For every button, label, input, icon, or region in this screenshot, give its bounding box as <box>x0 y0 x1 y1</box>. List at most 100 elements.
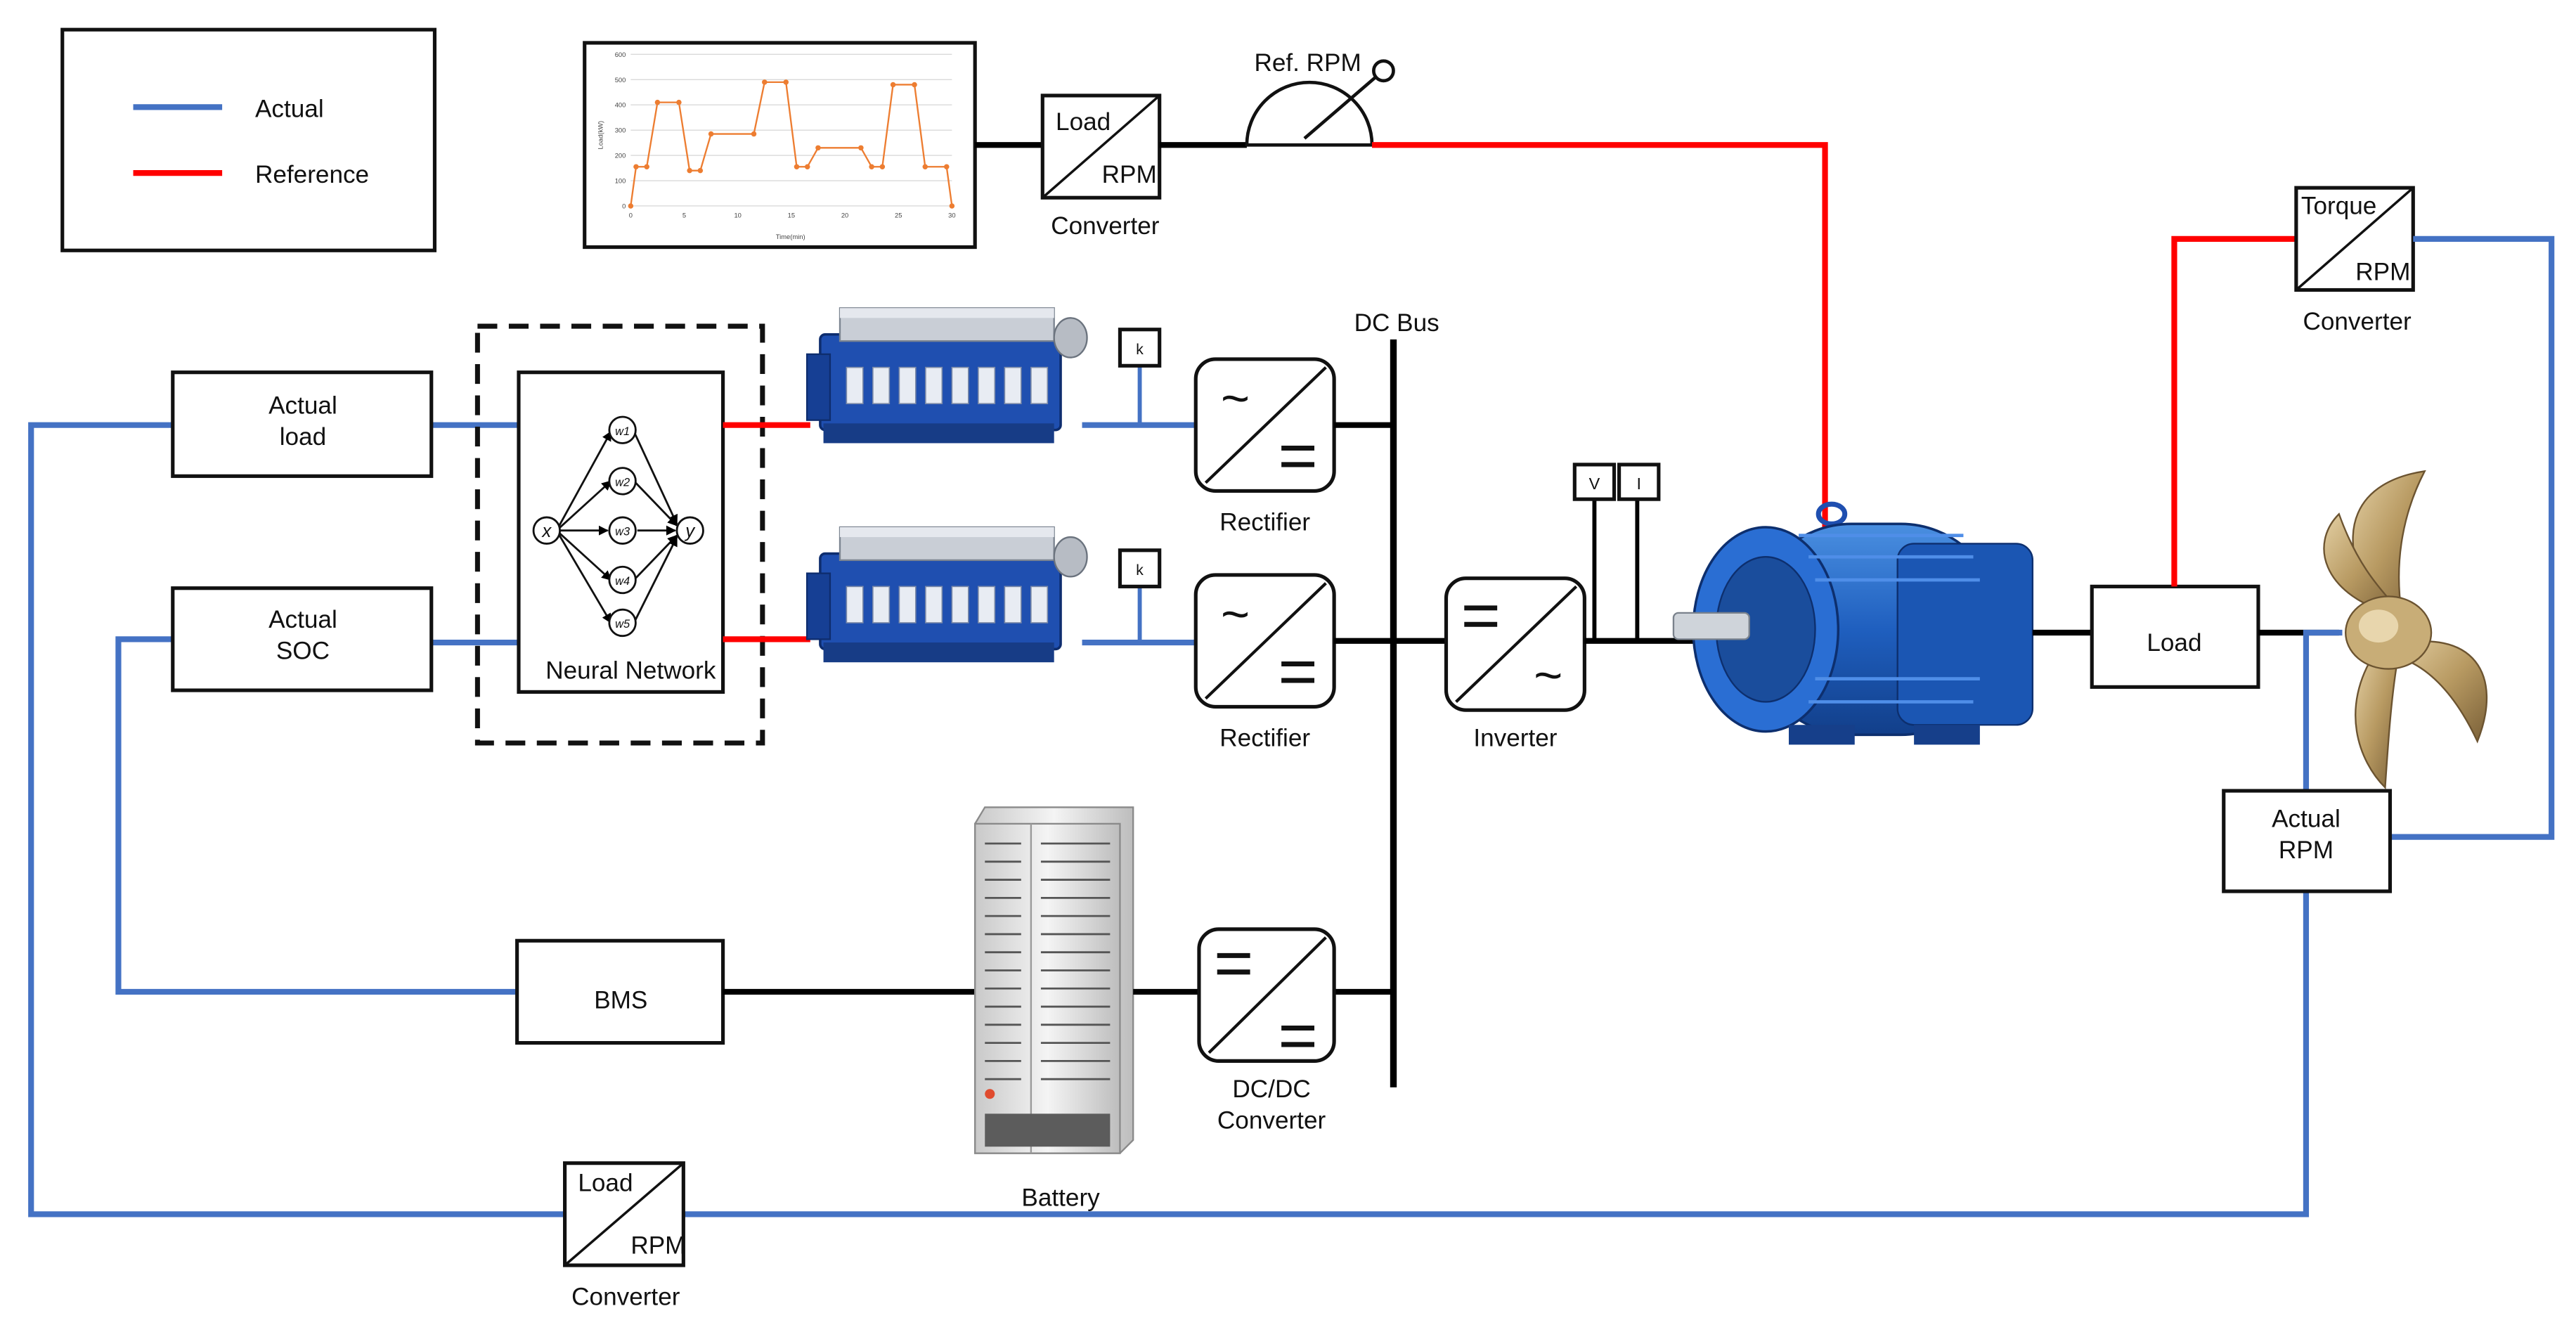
dcdc-label-line1: DC/DC <box>1232 1075 1310 1103</box>
rectifier-1-label: Rectifier <box>1219 509 1310 536</box>
chart-data-point <box>804 164 810 170</box>
chart-data-point <box>644 164 649 170</box>
chart-x-tick-label: 15 <box>788 212 795 219</box>
bms-box: BMS <box>515 938 725 1045</box>
propeller-icon <box>2323 470 2488 789</box>
bottom-converter-caption: Converter <box>571 1283 680 1310</box>
current-meter: I <box>1617 463 1661 501</box>
chart-data-point <box>815 145 821 151</box>
electric-motor-icon <box>1672 501 2034 745</box>
top-converter-in: Load <box>1056 108 1111 136</box>
neural-network-block: x y w1 w2 w3 w4 w5 Neural Network <box>474 323 765 746</box>
inverter-label: Inverter <box>1473 725 1557 752</box>
bottom-converter-diagonal <box>564 1162 685 1267</box>
wire-actual-load-feedback <box>28 422 565 1217</box>
svg-text:~: ~ <box>1221 586 1250 642</box>
battery-label: Battery <box>1021 1184 1100 1212</box>
chart-data-point <box>794 164 800 170</box>
chart-x-tick-label: 0 <box>629 212 633 219</box>
chart-series-line <box>630 81 953 207</box>
chart-x-tick-label: 10 <box>734 212 741 219</box>
chart-data-point <box>949 203 955 209</box>
right-torque-rpm-converter: Torque RPM Converter <box>2294 186 2415 335</box>
ref-rpm-gauge-icon <box>1245 80 1374 147</box>
load-label: Load <box>2147 629 2201 657</box>
ref-rpm-gauge-knob <box>1372 59 1395 83</box>
chart-data-point <box>628 203 634 209</box>
ref-rpm-gauge-needle <box>1303 76 1377 140</box>
dc-bus-label: DC Bus <box>1354 309 1439 337</box>
svg-text:~: ~ <box>1221 370 1250 426</box>
speed-gauge-2: k <box>1118 548 1162 588</box>
chart-y-tick-label: 100 <box>615 178 626 185</box>
nn-weight-5: w5 <box>615 618 630 631</box>
chart-data-point <box>912 82 917 88</box>
rectifier-2: ~ Rectifier <box>1193 573 1336 752</box>
diesel-engine-icon <box>805 526 1089 664</box>
chart-frame <box>583 41 977 250</box>
load-box: Load <box>2090 584 2260 689</box>
wire-soc-feedback <box>115 636 517 995</box>
chart-x-tick-label: 5 <box>682 212 686 219</box>
wire-converter-to-actual-rpm <box>2390 235 2555 840</box>
actual-load-box: Actual load <box>171 370 434 478</box>
dcdc-converter: DC/DC Converter <box>1197 927 1336 1134</box>
nn-output-label: y <box>684 522 696 541</box>
chart-y-tick-label: 400 <box>615 102 626 109</box>
chart-y-tick-label: 0 <box>622 202 626 209</box>
chart-x-tick-label: 25 <box>895 212 902 219</box>
actual-rpm-box: Actual RPM <box>2222 789 2393 893</box>
wire-rpm-feedback <box>683 891 2310 1217</box>
battery-cabinet-icon <box>974 806 1134 1154</box>
nn-weight-2: w2 <box>615 476 630 489</box>
wire-propeller-to-actual-rpm <box>2303 629 2343 791</box>
chart-data-point <box>762 79 768 85</box>
bottom-converter-in: Load <box>578 1170 633 1197</box>
top-load-rpm-converter: Load RPM Converter <box>1040 93 1162 240</box>
neural-network-label: Neural Network <box>545 657 716 685</box>
chart-y-tick-label: 200 <box>615 153 626 160</box>
voltage-meter: V <box>1572 463 1617 501</box>
top-converter-diagonal <box>1042 94 1160 199</box>
chart-data-point <box>944 164 950 170</box>
ref-rpm-label: Ref. RPM <box>1254 49 1361 77</box>
gauge-2-label: k <box>1136 562 1144 579</box>
chart-x-tick-label: 30 <box>948 212 955 219</box>
chart-data-point <box>922 164 928 170</box>
current-meter-label: I <box>1636 474 1641 493</box>
right-converter-in: Torque <box>2301 193 2376 220</box>
speed-gauge-1: k <box>1118 328 1162 368</box>
chart-y-tick-label: 300 <box>615 127 626 134</box>
actual-load-line2: load <box>280 423 326 451</box>
top-converter-caption: Converter <box>1051 212 1160 240</box>
right-converter-caption: Converter <box>2303 308 2412 335</box>
chart-data-point <box>654 99 661 105</box>
chart-data-point <box>633 164 639 170</box>
right-converter-diagonal <box>2295 186 2414 291</box>
chart-y-axis-label: Load(kW) <box>597 121 604 150</box>
nn-weight-1: w1 <box>615 425 630 438</box>
chart-y-tick-label: 500 <box>615 77 626 84</box>
wire-load-to-torque-converter <box>2171 235 2296 587</box>
bms-label: BMS <box>594 986 647 1014</box>
chart-data-point <box>869 164 874 170</box>
legend-reference-label: Reference <box>255 161 369 188</box>
actual-soc-line1: Actual <box>268 606 337 633</box>
dcdc-label-line2: Converter <box>1217 1106 1326 1134</box>
chart-data-point <box>697 167 704 174</box>
chart-x-axis-label: Time(min) <box>776 233 805 240</box>
svg-text:~: ~ <box>1534 647 1562 702</box>
actual-rpm-line1: Actual <box>2272 806 2341 833</box>
voltage-meter-label: V <box>1589 474 1600 493</box>
nn-weight-3: w3 <box>615 526 630 538</box>
diesel-engine-icon <box>805 306 1089 445</box>
actual-soc-line2: SOC <box>276 638 330 665</box>
legend-box <box>60 27 437 252</box>
nn-input-label: x <box>541 522 552 541</box>
chart-data-point <box>783 79 789 85</box>
chart-data-point <box>858 145 864 151</box>
controller-dashed-frame <box>474 323 765 746</box>
